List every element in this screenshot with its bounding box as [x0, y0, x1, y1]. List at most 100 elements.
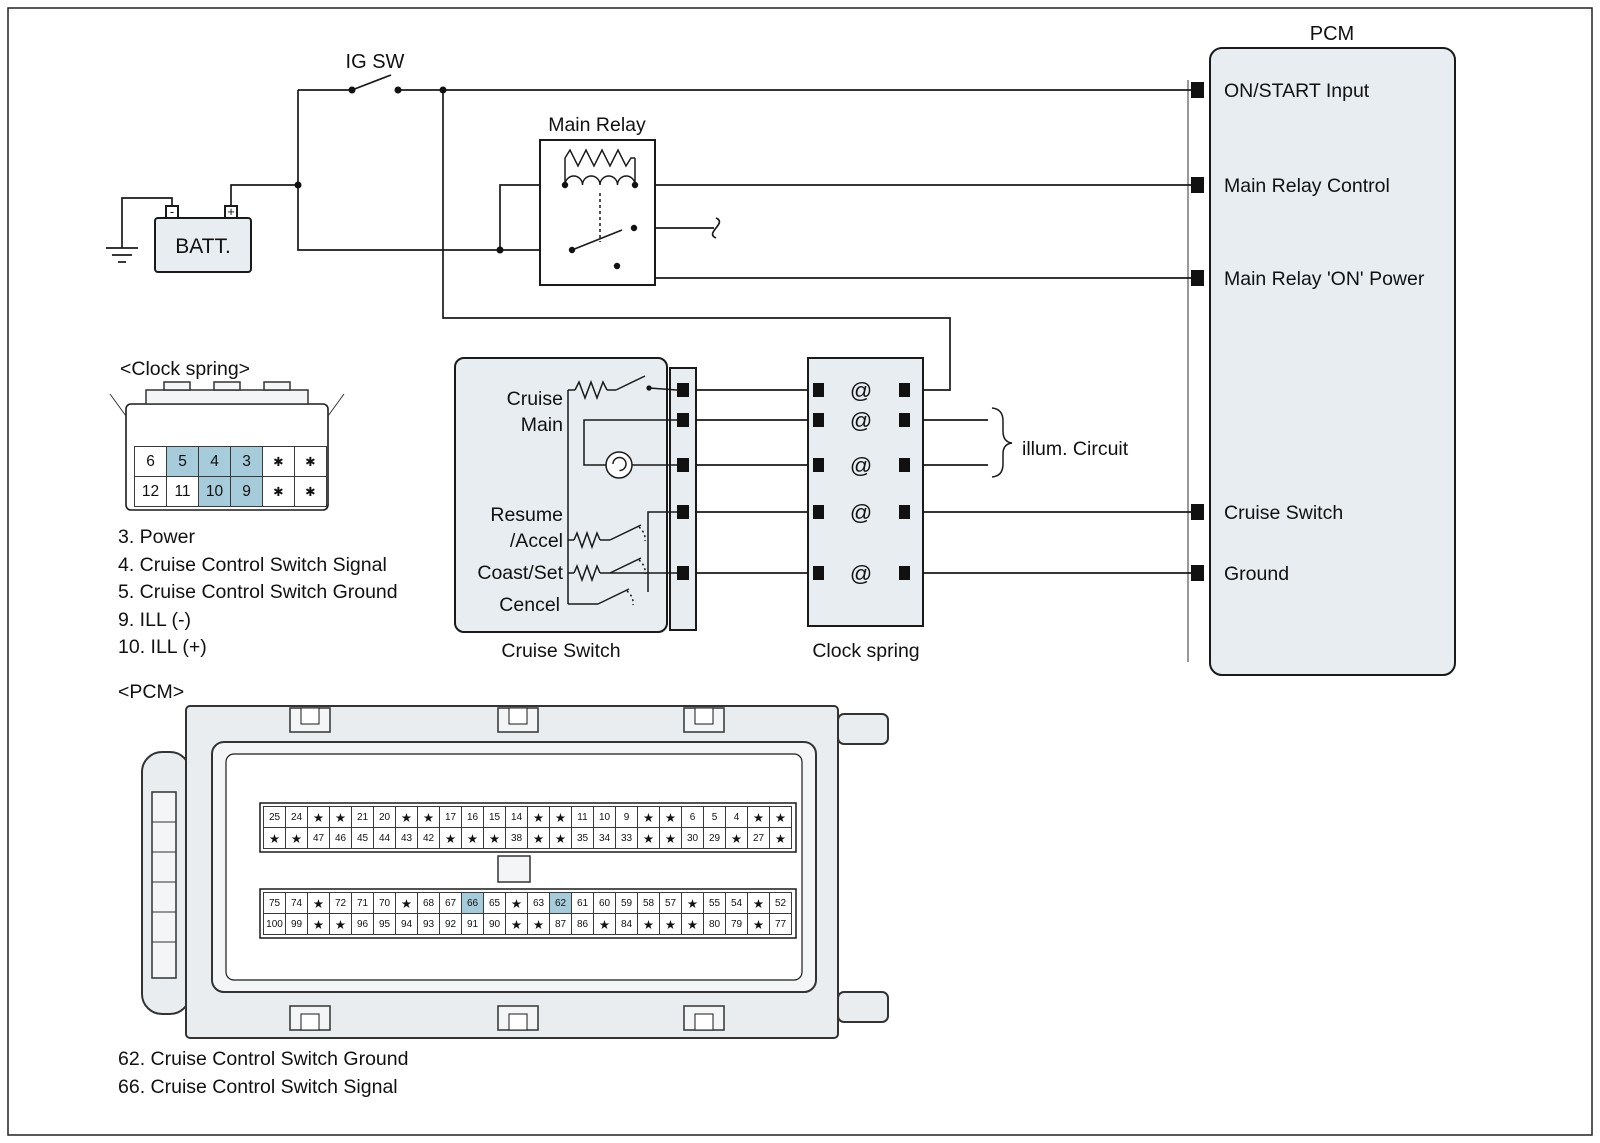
- pin-cell: ★: [747, 806, 770, 828]
- pin-cell: ★: [307, 892, 330, 914]
- pin-cell: ★: [439, 827, 462, 849]
- pin-cell: ★: [637, 913, 660, 935]
- cruise-switch-connector-strip: [669, 367, 697, 631]
- main-relay-box: [539, 139, 656, 286]
- pin-cell: ✱: [294, 476, 327, 507]
- pin-cell: 11: [166, 476, 199, 507]
- pin-cell: ★: [681, 913, 704, 935]
- cruise-switch-box: [454, 357, 668, 633]
- illum-brace: [991, 407, 1013, 478]
- pin-cell: 11: [571, 806, 594, 828]
- pin-cell: 9: [615, 806, 638, 828]
- pcm-pin: [1191, 270, 1204, 286]
- pcm-title: PCM: [1310, 23, 1354, 45]
- main-switch-blade: [615, 375, 646, 391]
- cruise-switch-internals: [567, 375, 678, 606]
- pin-cell: 70: [373, 892, 396, 914]
- cruise-main-label-2: Main: [521, 414, 563, 436]
- pcm-pin-label: Main Relay Control: [1224, 175, 1390, 197]
- pin-cell: 59: [615, 892, 638, 914]
- legend-line: 66. Cruise Control Switch Signal: [118, 1075, 398, 1098]
- coil-symbol: @: [850, 378, 872, 403]
- pin-cell: ★: [747, 913, 770, 935]
- battery-box: [154, 217, 252, 273]
- pin-cell: ★: [505, 913, 528, 935]
- pin-cell: ★: [307, 913, 330, 935]
- pin-cell: 75: [263, 892, 286, 914]
- ig-sw-blade: [351, 74, 392, 91]
- pin-cell: 15: [483, 806, 506, 828]
- pin-cell: 58: [637, 892, 660, 914]
- pin-cell: ✱: [262, 446, 295, 477]
- pin-cell: 29: [703, 827, 726, 849]
- pcm-pin-label: ON/START Input: [1224, 80, 1370, 102]
- pin-cell: 71: [351, 892, 374, 914]
- pin-cell: 94: [395, 913, 418, 935]
- cruise-switch-caption: Cruise Switch: [501, 640, 620, 662]
- clock-spring-coils: @ @ @ @ @: [850, 378, 872, 586]
- pin-cell: ★: [549, 827, 572, 849]
- pin-cell: 20: [373, 806, 396, 828]
- pin-cell: 86: [571, 913, 594, 935]
- pin-cell: 79: [725, 913, 748, 935]
- ground-symbol: [106, 197, 173, 263]
- pcm-pin: [1191, 82, 1204, 98]
- pin-cell: 93: [417, 913, 440, 935]
- clock-spring-caption: Clock spring: [812, 640, 919, 662]
- pin-cell: 9: [230, 476, 263, 507]
- clock-spring-pins: [813, 383, 910, 580]
- pcm-pin-label: Ground: [1224, 563, 1289, 585]
- pin-cell: ★: [637, 806, 660, 828]
- pin-cell: 30: [681, 827, 704, 849]
- pcm-pin-label: Main Relay 'ON' Power: [1224, 268, 1425, 290]
- pin-cell: 60: [593, 892, 616, 914]
- pin-cell: 5: [166, 446, 199, 477]
- pin-cell: 91: [461, 913, 484, 935]
- pin-cell: ★: [681, 892, 704, 914]
- clock-spring-heading: <Clock spring>: [120, 358, 250, 380]
- pin-cell: 14: [505, 806, 528, 828]
- pin-cell: 100: [263, 913, 286, 935]
- pin-cell: ★: [659, 913, 682, 935]
- pin-cell: ★: [285, 827, 308, 849]
- pin-cell: 55: [703, 892, 726, 914]
- clockspring-output-wires: [910, 419, 1191, 574]
- resume-blade: [609, 524, 642, 541]
- main-switch-resistor: [574, 379, 608, 401]
- wire-break-squiggle: [711, 217, 721, 239]
- pin-cell: ★: [659, 806, 682, 828]
- resume-resistor: [573, 530, 601, 550]
- pin-cell: 6: [681, 806, 704, 828]
- pin-cell: 3: [230, 446, 263, 477]
- coast-set-label: Coast/Set: [477, 562, 563, 584]
- pin-cell: 92: [439, 913, 462, 935]
- pin-cell: 38: [505, 827, 528, 849]
- pin-cell: ✱: [262, 476, 295, 507]
- resume-label: Resume: [490, 504, 563, 526]
- pin-cell: ★: [263, 827, 286, 849]
- pin-cell: ★: [747, 892, 770, 914]
- pin-cell: 67: [439, 892, 462, 914]
- accel-label: /Accel: [510, 530, 563, 552]
- pin-cell: 87: [549, 913, 572, 935]
- pin-cell: ★: [395, 806, 418, 828]
- pin-cell: 99: [285, 913, 308, 935]
- pin-cell: 72: [329, 892, 352, 914]
- main-relay-output-wires: [616, 227, 1191, 279]
- pcm-connector-art: [141, 705, 889, 1039]
- pin-cell: 4: [198, 446, 231, 477]
- pin-cell: 25: [263, 806, 286, 828]
- pin-cell: 24: [285, 806, 308, 828]
- pin-cell: 34: [593, 827, 616, 849]
- pin-cell: 74: [285, 892, 308, 914]
- pin-cell: 27: [747, 827, 770, 849]
- wire-runs: [230, 89, 1191, 574]
